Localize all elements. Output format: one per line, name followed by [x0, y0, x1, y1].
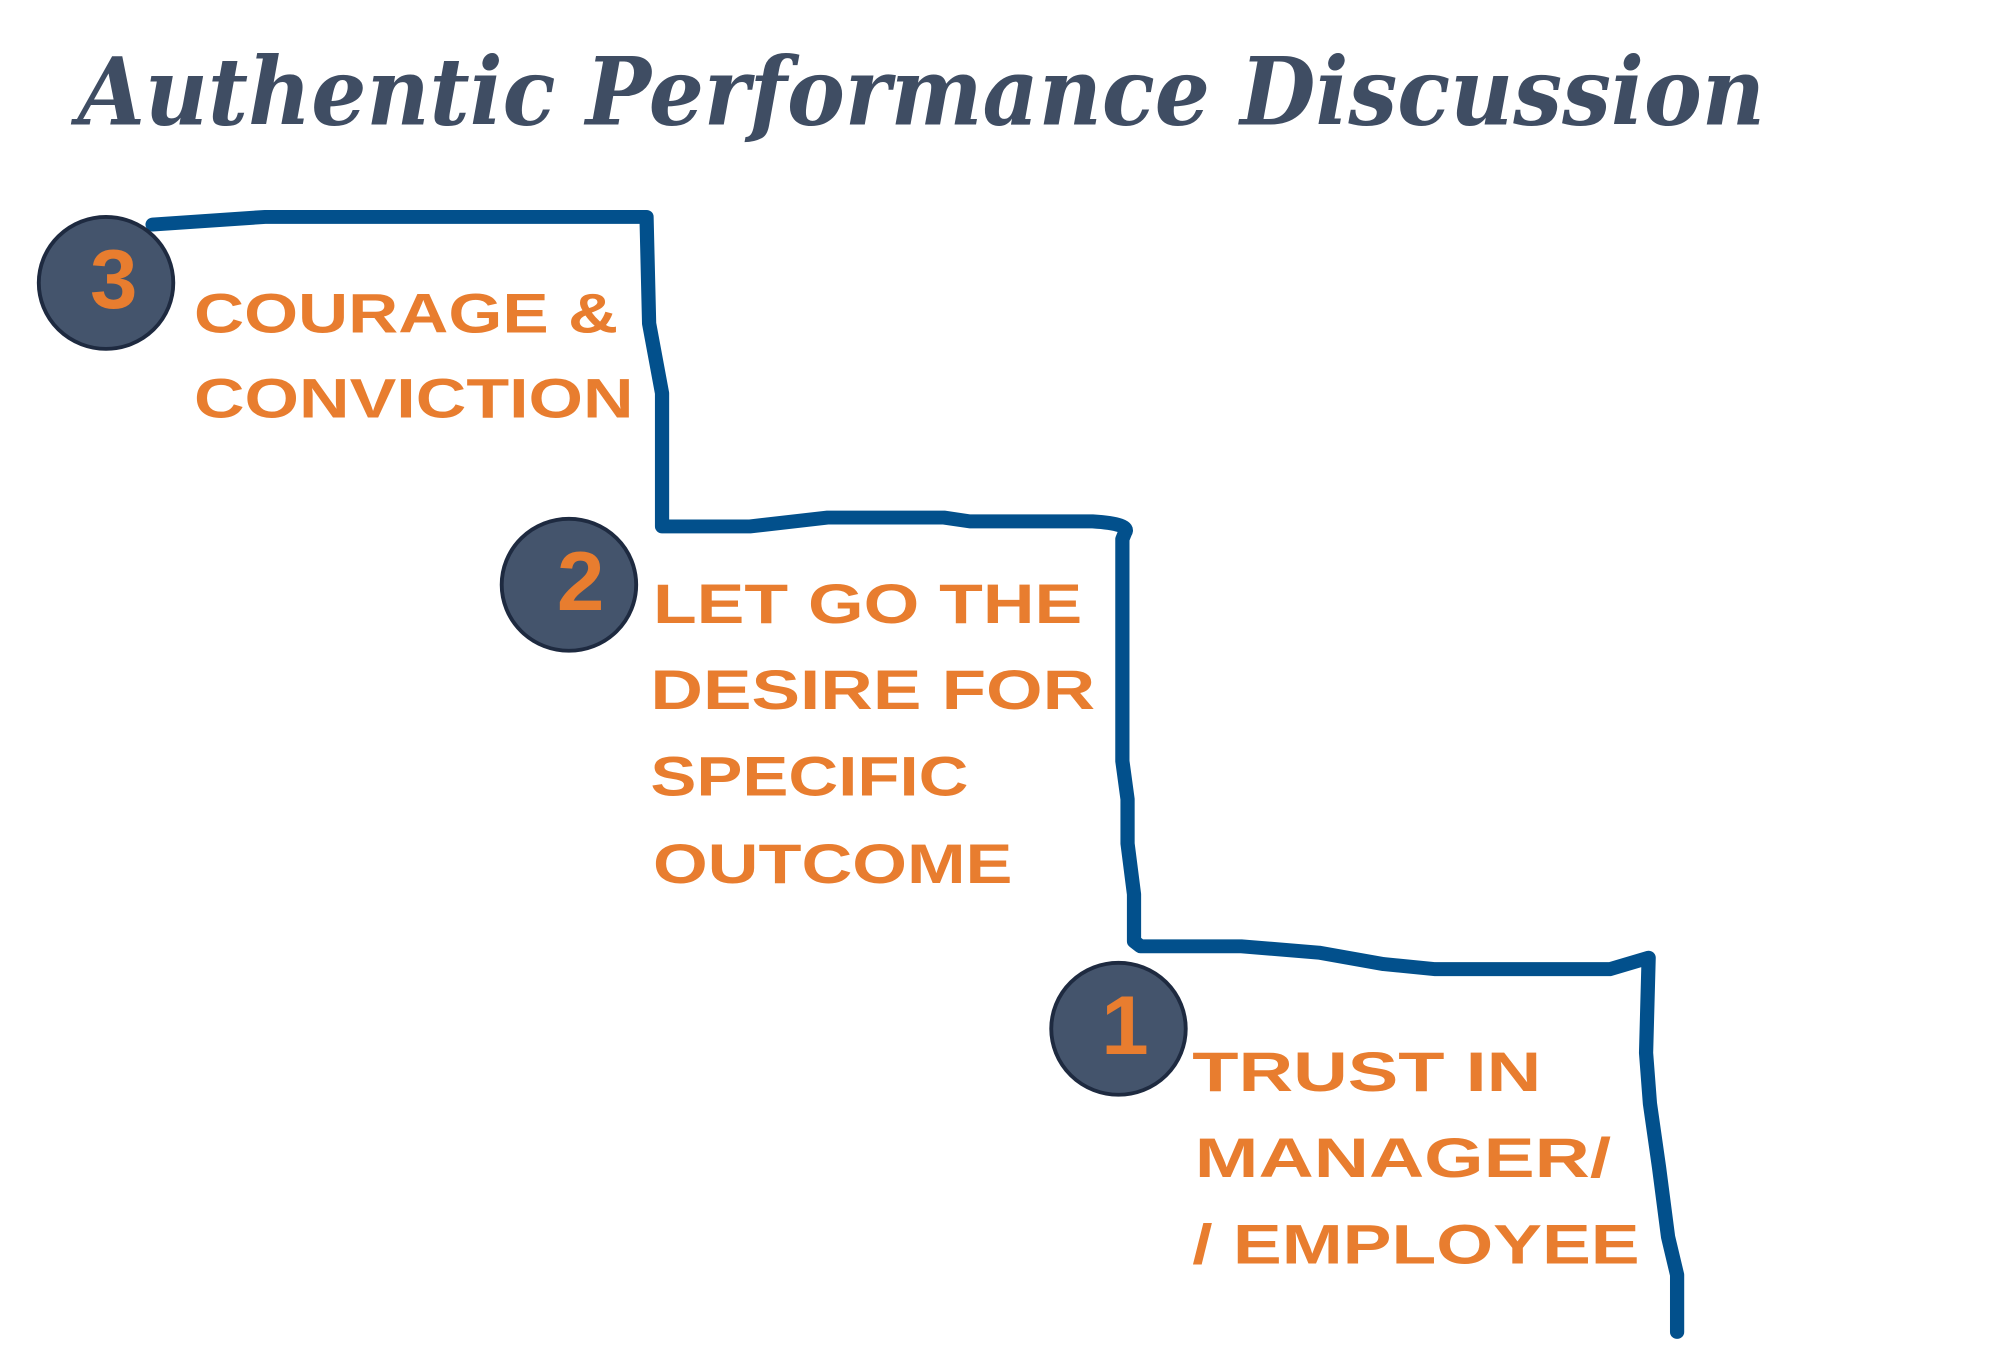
step-1-badge [1049, 960, 1188, 1097]
step-2: 2 LET GO THE DESIRE FOR SPECIFIC OUTCOME [499, 516, 1095, 895]
step-3-line-1: COURAGE & [194, 282, 618, 344]
step-1-line-3: / EMPLOYEE [1192, 1213, 1639, 1275]
step-2-line-2: DESIRE FOR [650, 659, 1095, 721]
step-3: 3 COURAGE & CONVICTION [36, 215, 634, 429]
step-3-number: 3 [90, 232, 137, 326]
step-1-number: 1 [1101, 978, 1148, 1072]
staircase-line [145, 209, 1685, 1339]
step-3-line-2: CONVICTION [194, 367, 634, 429]
step-1-line-1: TRUST IN [1192, 1040, 1541, 1102]
step-2-line-3: SPECIFIC [650, 745, 968, 807]
step-1-line-2: MANAGER/ [1195, 1127, 1612, 1189]
step-2-badge [499, 516, 639, 653]
step-2-line-1: LET GO THE [653, 572, 1082, 634]
step-2-number: 2 [557, 534, 604, 628]
step-3-badge [36, 215, 176, 351]
step-2-line-4: OUTCOME [653, 832, 1012, 894]
step-1: 1 TRUST IN MANAGER/ / EMPLOYEE [1049, 960, 1640, 1275]
diagram-title: Authentic Performance Discussion [70, 37, 1765, 147]
